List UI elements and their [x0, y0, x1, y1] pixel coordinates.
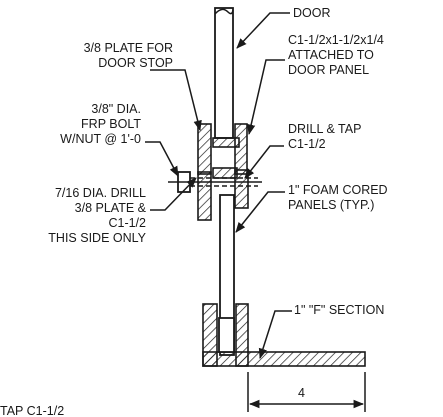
- label-drill-3: C1-1/2: [108, 216, 146, 230]
- leader-door: [236, 12, 290, 49]
- label-door: DOOR: [293, 6, 331, 20]
- label-footer: TAP C1-1/2: [0, 404, 64, 417]
- door-stop-plate: [197, 171, 212, 221]
- label-plate-1: 3/8 PLATE FOR: [84, 41, 173, 55]
- label-bolt-2: FRP BOLT: [81, 117, 141, 131]
- label-panels-1: 1" FOAM CORED: [288, 183, 388, 197]
- label-bolt-1: 3/8" DIA.: [91, 102, 141, 116]
- label-drill-2: 3/8 PLATE &: [75, 201, 147, 215]
- dimension: 4: [247, 372, 366, 412]
- label-angle-1: C1-1/2x1-1/2x1/4: [288, 33, 384, 47]
- label-drill-4: THIS SIDE ONLY: [48, 231, 146, 245]
- attached-angle: [212, 123, 249, 209]
- label-drill-tap-1: DRILL & TAP: [288, 122, 361, 136]
- leader-section: [258, 310, 292, 360]
- leader-drill-tap: [244, 145, 284, 179]
- leader-bolt: [145, 141, 179, 177]
- f-section: [202, 303, 366, 367]
- label-drill-tap-2: C1-1/2: [288, 137, 326, 151]
- door-panel: [214, 7, 234, 139]
- label-bolt-3: W/NUT @ 1'-0: [60, 132, 141, 146]
- leader-panels: [235, 191, 285, 233]
- label-angle-2: ATTACHED TO: [288, 48, 374, 62]
- leader-angle: [247, 59, 285, 136]
- leader-plate: [150, 69, 202, 132]
- label-drill-1: 7/16 DIA. DRILL: [55, 186, 146, 200]
- label-section: 1" "F" SECTION: [294, 303, 384, 317]
- label-angle-3: DOOR PANEL: [288, 63, 369, 77]
- leader-drill: [150, 177, 197, 211]
- label-plate-2: DOOR STOP: [98, 56, 173, 70]
- door-stop-plate-upper: [197, 123, 212, 175]
- label-panels-2: PANELS (TYP.): [288, 198, 374, 212]
- dimension-label: 4: [298, 386, 305, 400]
